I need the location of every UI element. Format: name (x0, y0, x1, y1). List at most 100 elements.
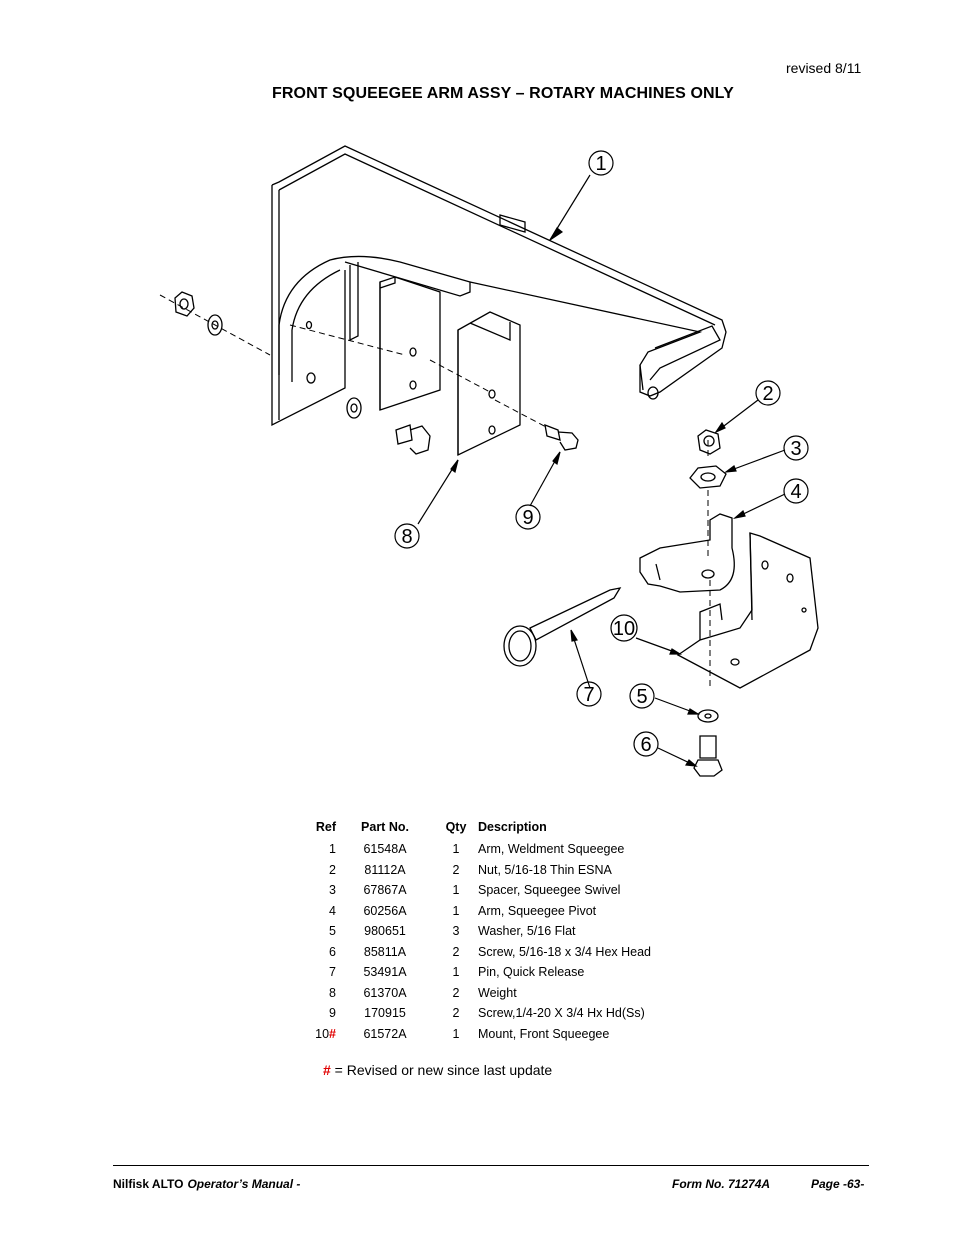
parts-table: Ref Part No. Qty Description 1 61548A 1 … (300, 820, 718, 1043)
part-no-cell: 81112A (364, 862, 406, 877)
footer-divider (113, 1165, 869, 1166)
description-cell: Pin, Quick Release (478, 965, 585, 979)
footer-brand: Nilfisk ALTO (113, 1177, 184, 1191)
part-no-cell: 85811A (363, 944, 407, 959)
callout-4: 4 (783, 478, 809, 504)
revision-mark: # (329, 1026, 336, 1041)
ref-cell: 1 (300, 842, 336, 863)
qty-cell: 3 (452, 924, 460, 938)
svg-text:9: 9 (522, 507, 533, 529)
footer-form-number: Form No. 71274A (672, 1177, 771, 1191)
ref-number: 4 (329, 903, 336, 918)
description-cell: Arm, Weldment Squeegee (478, 842, 625, 856)
ref-number: 10 (315, 1026, 330, 1041)
ref-number: 3 (329, 883, 336, 897)
part-no-cell: 61572A (363, 1026, 407, 1041)
weight-plates-drawing (379, 276, 521, 457)
revision-legend-symbol: # (323, 1062, 331, 1078)
callout-1: 1 (588, 150, 614, 176)
ref-cell: 3 (300, 883, 336, 904)
part-no-cell: 53491A (363, 965, 407, 979)
part-no-cell: 67867A (363, 883, 407, 897)
table-row: 2 81112A 2 Nut, 5/16-18 Thin ESNA (300, 863, 718, 884)
quick-release-pin-drawing (503, 587, 622, 667)
ref-cell: 2 (300, 863, 336, 884)
table-row: 3 67867A 1 Spacer, Squeegee Swivel (300, 883, 718, 904)
table-row: 1 61548A 1 Arm, Weldment Squeegee (300, 842, 718, 863)
callout-3: 3 (783, 435, 809, 461)
ref-cell: 8 (300, 986, 336, 1007)
qty-cell: 2 (452, 985, 460, 1000)
svg-text:2: 2 (762, 383, 773, 405)
right-hardware-drawing (639, 429, 819, 777)
ref-number: 8 (329, 985, 336, 1000)
svg-text:7: 7 (583, 684, 594, 706)
svg-text:1: 1 (595, 153, 606, 175)
weldment-squeegee-arm-drawing (271, 145, 727, 427)
table-row: 8 61370A 2 Weight (300, 986, 718, 1007)
page-title: FRONT SQUEEGEE ARM ASSY – ROTARY MACHINE… (272, 85, 734, 102)
svg-text:4: 4 (790, 481, 801, 503)
col-part-no: Part No. (361, 820, 409, 834)
ref-number: 2 (329, 862, 336, 877)
ref-number: 1 (329, 842, 336, 856)
ref-cell: 9 (300, 1006, 336, 1027)
ref-number: 9 (329, 1006, 336, 1020)
qty-cell: 1 (452, 1026, 460, 1041)
callout-6: 6 (633, 731, 659, 757)
svg-text:10: 10 (613, 618, 635, 640)
callout-10: 10 (610, 614, 638, 642)
leader-lines (417, 174, 786, 767)
footer-manual: Operator’s Manual - (187, 1177, 301, 1191)
description-cell: Mount, Front Squeegee (478, 1026, 610, 1041)
description-cell: Screw,1/4-20 X 3/4 Hx Hd(Ss) (478, 1006, 645, 1020)
callout-7: 7 (576, 681, 602, 707)
screw-drawing (544, 423, 579, 451)
revision-legend-text: = Revised or new since last update (330, 1062, 553, 1078)
exploded-assembly-diagram: 1 2 3 4 5 6 7 8 9 10 (159, 145, 819, 777)
col-qty: Qty (445, 820, 467, 834)
qty-cell: 1 (452, 883, 460, 897)
description-cell: Spacer, Squeegee Swivel (478, 883, 621, 897)
ref-cell: 4 (300, 904, 336, 925)
svg-text:8: 8 (401, 526, 412, 548)
revision-date: revised 8/11 (786, 60, 862, 76)
callout-8: 8 (394, 523, 420, 549)
table-row: 10# 61572A 1 Mount, Front Squeegee (300, 1027, 718, 1043)
part-no-cell: 980651 (364, 924, 406, 938)
svg-text:3: 3 (790, 438, 801, 460)
description-cell: Screw, 5/16-18 x 3/4 Hex Head (478, 944, 652, 959)
ref-cell: 6 (300, 945, 336, 966)
parts-table-header: Ref Part No. Qty Description (300, 820, 718, 842)
table-row: 7 53491A 1 Pin, Quick Release (300, 965, 718, 986)
ref-number: 7 (329, 965, 336, 979)
part-no-cell: 61370A (363, 985, 407, 1000)
callout-9: 9 (515, 504, 541, 530)
table-row: 5 980651 3 Washer, 5/16 Flat (300, 924, 718, 945)
svg-text:5: 5 (636, 686, 647, 708)
footer-page-number: Page -63- (811, 1177, 865, 1191)
part-no-cell: 170915 (364, 1006, 406, 1020)
part-no-cell: 60256A (363, 903, 407, 918)
description-cell: Arm, Squeegee Pivot (478, 903, 597, 918)
ref-cell: 10# (300, 1027, 336, 1043)
revision-legend: # = Revised or new since last update (323, 1062, 552, 1078)
ref-number: 6 (329, 944, 336, 959)
svg-text:6: 6 (640, 734, 651, 756)
table-row: 4 60256A 1 Arm, Squeegee Pivot (300, 904, 718, 925)
left-hardware-drawing (174, 291, 431, 455)
qty-cell: 2 (452, 1006, 460, 1020)
col-description: Description (478, 820, 547, 834)
qty-cell: 1 (452, 842, 460, 856)
description-cell: Weight (478, 985, 517, 1000)
description-cell: Washer, 5/16 Flat (478, 924, 576, 938)
qty-cell: 2 (452, 862, 460, 877)
ref-cell: 7 (300, 965, 336, 986)
callout-5: 5 (629, 683, 655, 709)
col-ref: Ref (315, 820, 336, 834)
ref-cell: 5 (300, 924, 336, 945)
description-cell: Nut, 5/16-18 Thin ESNA (478, 862, 612, 877)
qty-cell: 1 (452, 965, 460, 979)
table-row: 9 170915 2 Screw,1/4-20 X 3/4 Hx Hd(Ss) (300, 1006, 718, 1027)
